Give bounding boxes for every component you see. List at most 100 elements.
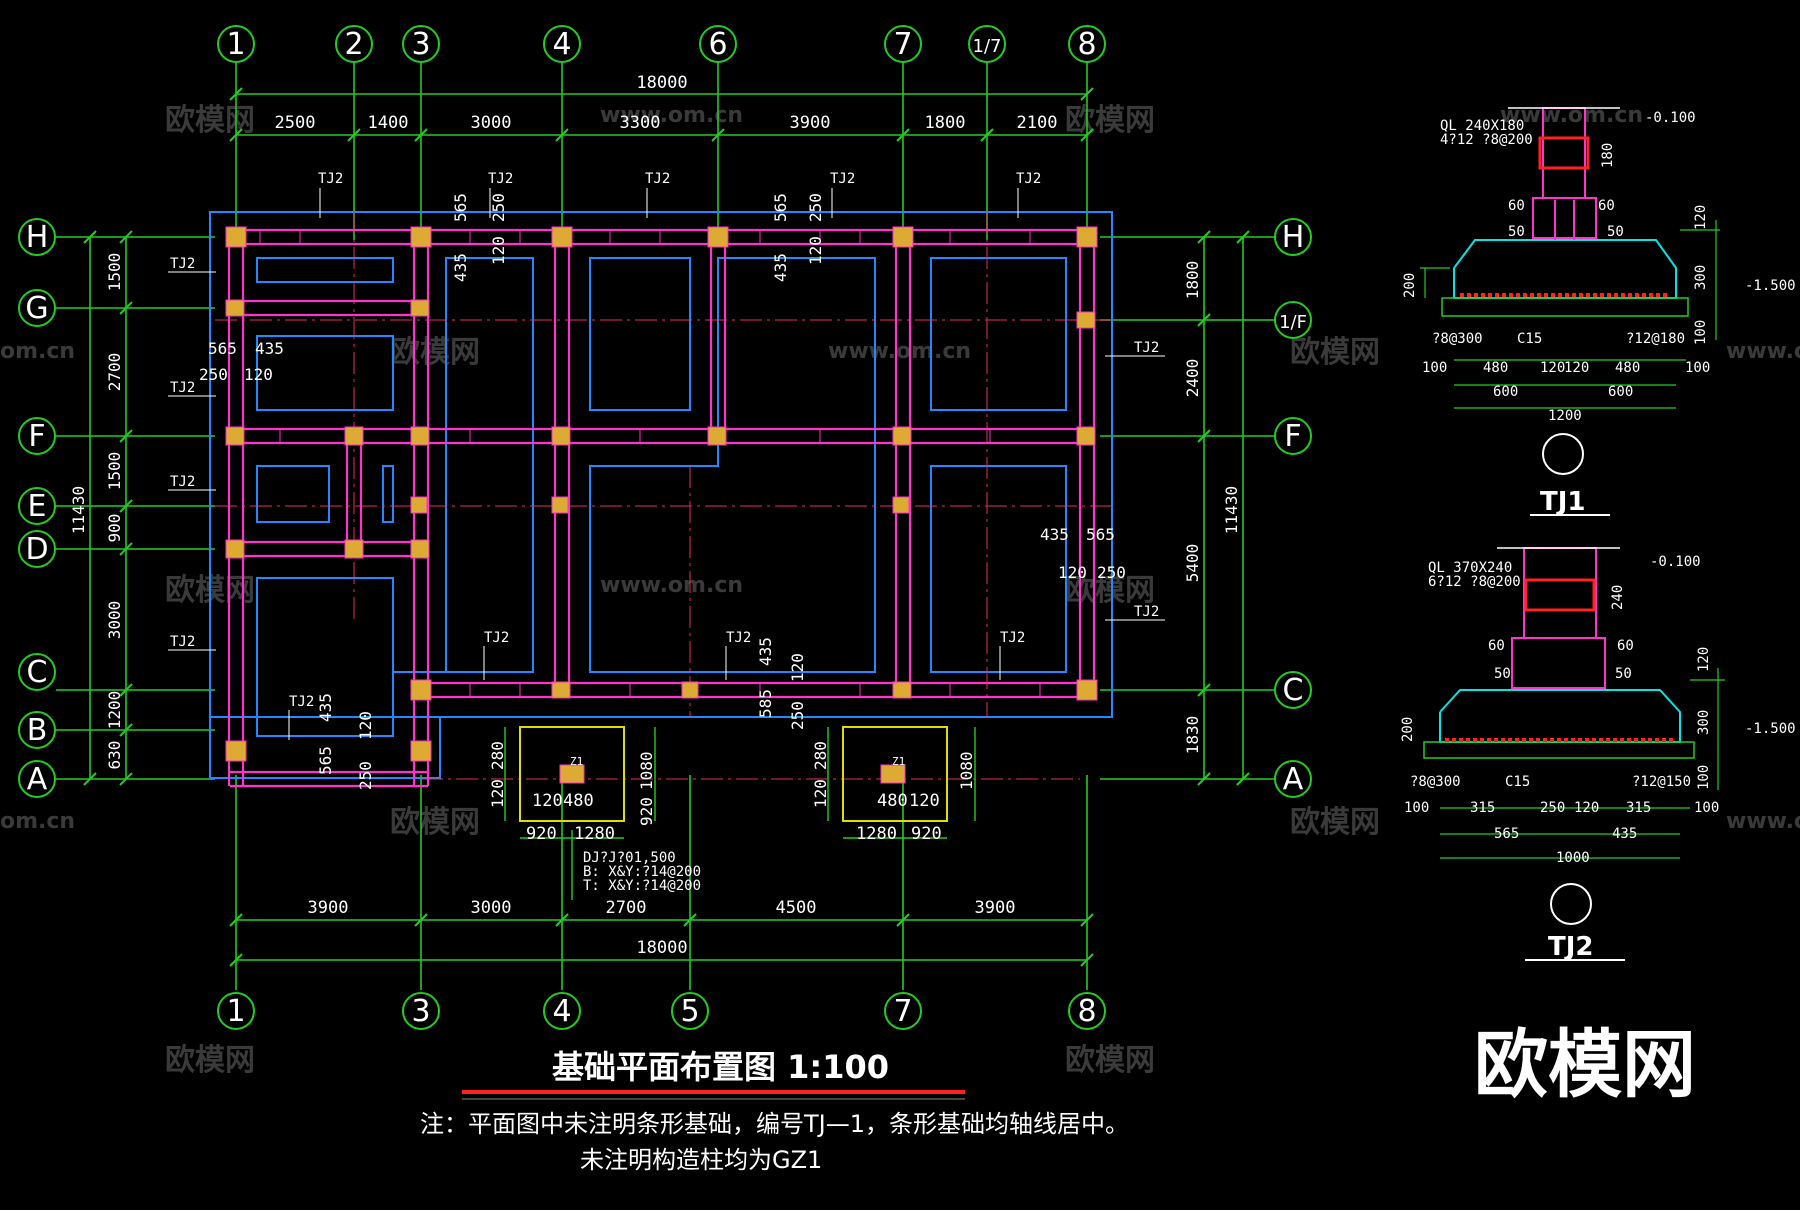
dim-text: 1200 [105,691,124,730]
svg-text:B: B [27,713,48,748]
footing-labels: 280 120 1080 920 120 480 920 1280 Z1 280… [488,741,976,894]
drawing-title-block: 基础平面布置图 1:100 注：平面图中未注明条形基础，编号TJ—1，条形基础均… [420,1048,1129,1174]
axis-lines [215,212,1112,780]
axis-bubble: 1/F [1274,301,1312,339]
svg-text:315: 315 [1626,800,1651,816]
svg-text:QL 240X180: QL 240X180 [1440,118,1524,134]
dimension-texts: 18000 2500 1400 3000 3300 3900 1800 2100… [69,73,1241,958]
svg-text:250: 250 [1540,800,1565,816]
axis-bubble: F [18,417,56,455]
svg-text:435: 435 [756,637,775,666]
foundation-tags: TJ2 TJ2 TJ2 TJ2 TJ2 TJ2 TJ2 TJ2 TJ2 TJ2 … [170,171,1159,710]
svg-text:C15: C15 [1505,774,1530,790]
tag-tj2: TJ2 [830,171,855,187]
dim-text: 900 [105,514,124,543]
svg-text:C: C [1283,673,1304,708]
axis-bubble: A [1274,760,1312,798]
svg-text:240: 240 [1610,585,1626,610]
svg-text:7: 7 [893,27,912,62]
svg-text:120: 120 [811,779,830,808]
svg-text:250: 250 [356,761,375,790]
axis-bubble: 1 [217,992,255,1030]
svg-text:100: 100 [1422,360,1447,376]
dim-text: 3000 [105,601,124,640]
axis-bubble: 6 [699,25,737,63]
svg-text:7: 7 [893,994,912,1029]
dim-text: 11430 [69,486,88,534]
svg-text:1/7: 1/7 [973,36,1002,57]
axis-bubble: 8 [1068,25,1106,63]
svg-text:?12@180: ?12@180 [1626,331,1685,347]
axis-bubbles-top: 1 2 3 4 6 7 1/7 8 [217,25,1106,63]
svg-text:-0.100: -0.100 [1645,110,1696,126]
axis-bubble: F [1274,417,1312,455]
dimension-ticks [83,87,1250,967]
svg-text:G: G [25,291,48,326]
svg-text:250: 250 [1097,563,1126,582]
svg-text:3: 3 [411,27,430,62]
svg-text:Z1: Z1 [892,755,905,768]
footing-dj2 [842,726,948,822]
svg-text:8: 8 [1077,994,1096,1029]
svg-text:QL 370X240: QL 370X240 [1428,560,1512,576]
tag-leaders [168,188,1165,740]
axis-bubbles-left: H G F E D C B A [18,218,56,798]
watermark: 欧模网 [1065,103,1155,138]
tag-tj2: TJ2 [645,171,670,187]
svg-text:120: 120 [488,779,507,808]
dim-text: 1400 [368,113,409,133]
axis-bubble: 8 [1068,992,1106,1030]
watermark-url: www.om.cn [1726,809,1800,834]
svg-text:565: 565 [451,193,470,222]
tag-tj2: TJ2 [726,630,751,646]
svg-text:120: 120 [532,791,563,811]
tag-tj2: TJ2 [318,171,343,187]
svg-text:480: 480 [1483,360,1508,376]
svg-text:4: 4 [552,994,571,1029]
watermark: 欧模网 [165,103,255,138]
svg-text:8: 8 [1077,27,1096,62]
isolated-footings [504,726,976,900]
watermark: 欧模网 [390,335,480,370]
dim-text: 1830 [1183,716,1202,755]
svg-text:1/F: 1/F [1279,312,1307,333]
svg-text:?8@300: ?8@300 [1432,331,1483,347]
watermark-url: om.cn [0,809,75,834]
svg-text:Z1: Z1 [570,755,583,768]
axis-bubble: 1 [217,25,255,63]
watermark: 欧模网 [1290,805,1380,840]
svg-text:435: 435 [1040,525,1069,544]
dim-text: 18000 [636,938,687,958]
axis-bubble: 3 [402,25,440,63]
axis-bubble: E [18,487,56,525]
dim-text: 2400 [1183,359,1202,398]
svg-text:435: 435 [771,253,790,282]
svg-text:5: 5 [680,994,699,1029]
tag-tj2: TJ2 [170,256,195,272]
footing-dj1 [519,726,625,822]
svg-text:300: 300 [1693,265,1709,290]
watermark: 欧模网 [1065,1043,1155,1078]
dim-text: 1500 [105,452,124,491]
svg-text:1080: 1080 [637,751,656,790]
svg-text:585: 585 [756,689,775,718]
svg-text:DJ?J?01,500: DJ?J?01,500 [583,850,676,866]
svg-text:250: 250 [199,365,228,384]
svg-text:250: 250 [788,701,807,730]
svg-text:480: 480 [877,791,908,811]
svg-text:H: H [1282,220,1305,255]
svg-text:60: 60 [1508,198,1525,214]
watermark-url: www.om.cn [1726,339,1800,364]
beam-hatch [259,230,1041,697]
svg-text:50: 50 [1494,666,1511,682]
dim-text: 2700 [606,898,647,918]
svg-text:120: 120 [788,653,807,682]
svg-text:120: 120 [489,236,508,265]
section-tj1: TJ1 QL 240X180 4?12 ?8@200 -0.100 180 60… [1402,107,1796,517]
dim-text: 1800 [925,113,966,133]
svg-text:1: 1 [226,994,245,1029]
dim-text: 3000 [471,898,512,918]
watermark-url: om.cn [0,339,75,364]
dim-text: 11430 [1222,486,1241,534]
axis-bubble: 4 [543,25,581,63]
